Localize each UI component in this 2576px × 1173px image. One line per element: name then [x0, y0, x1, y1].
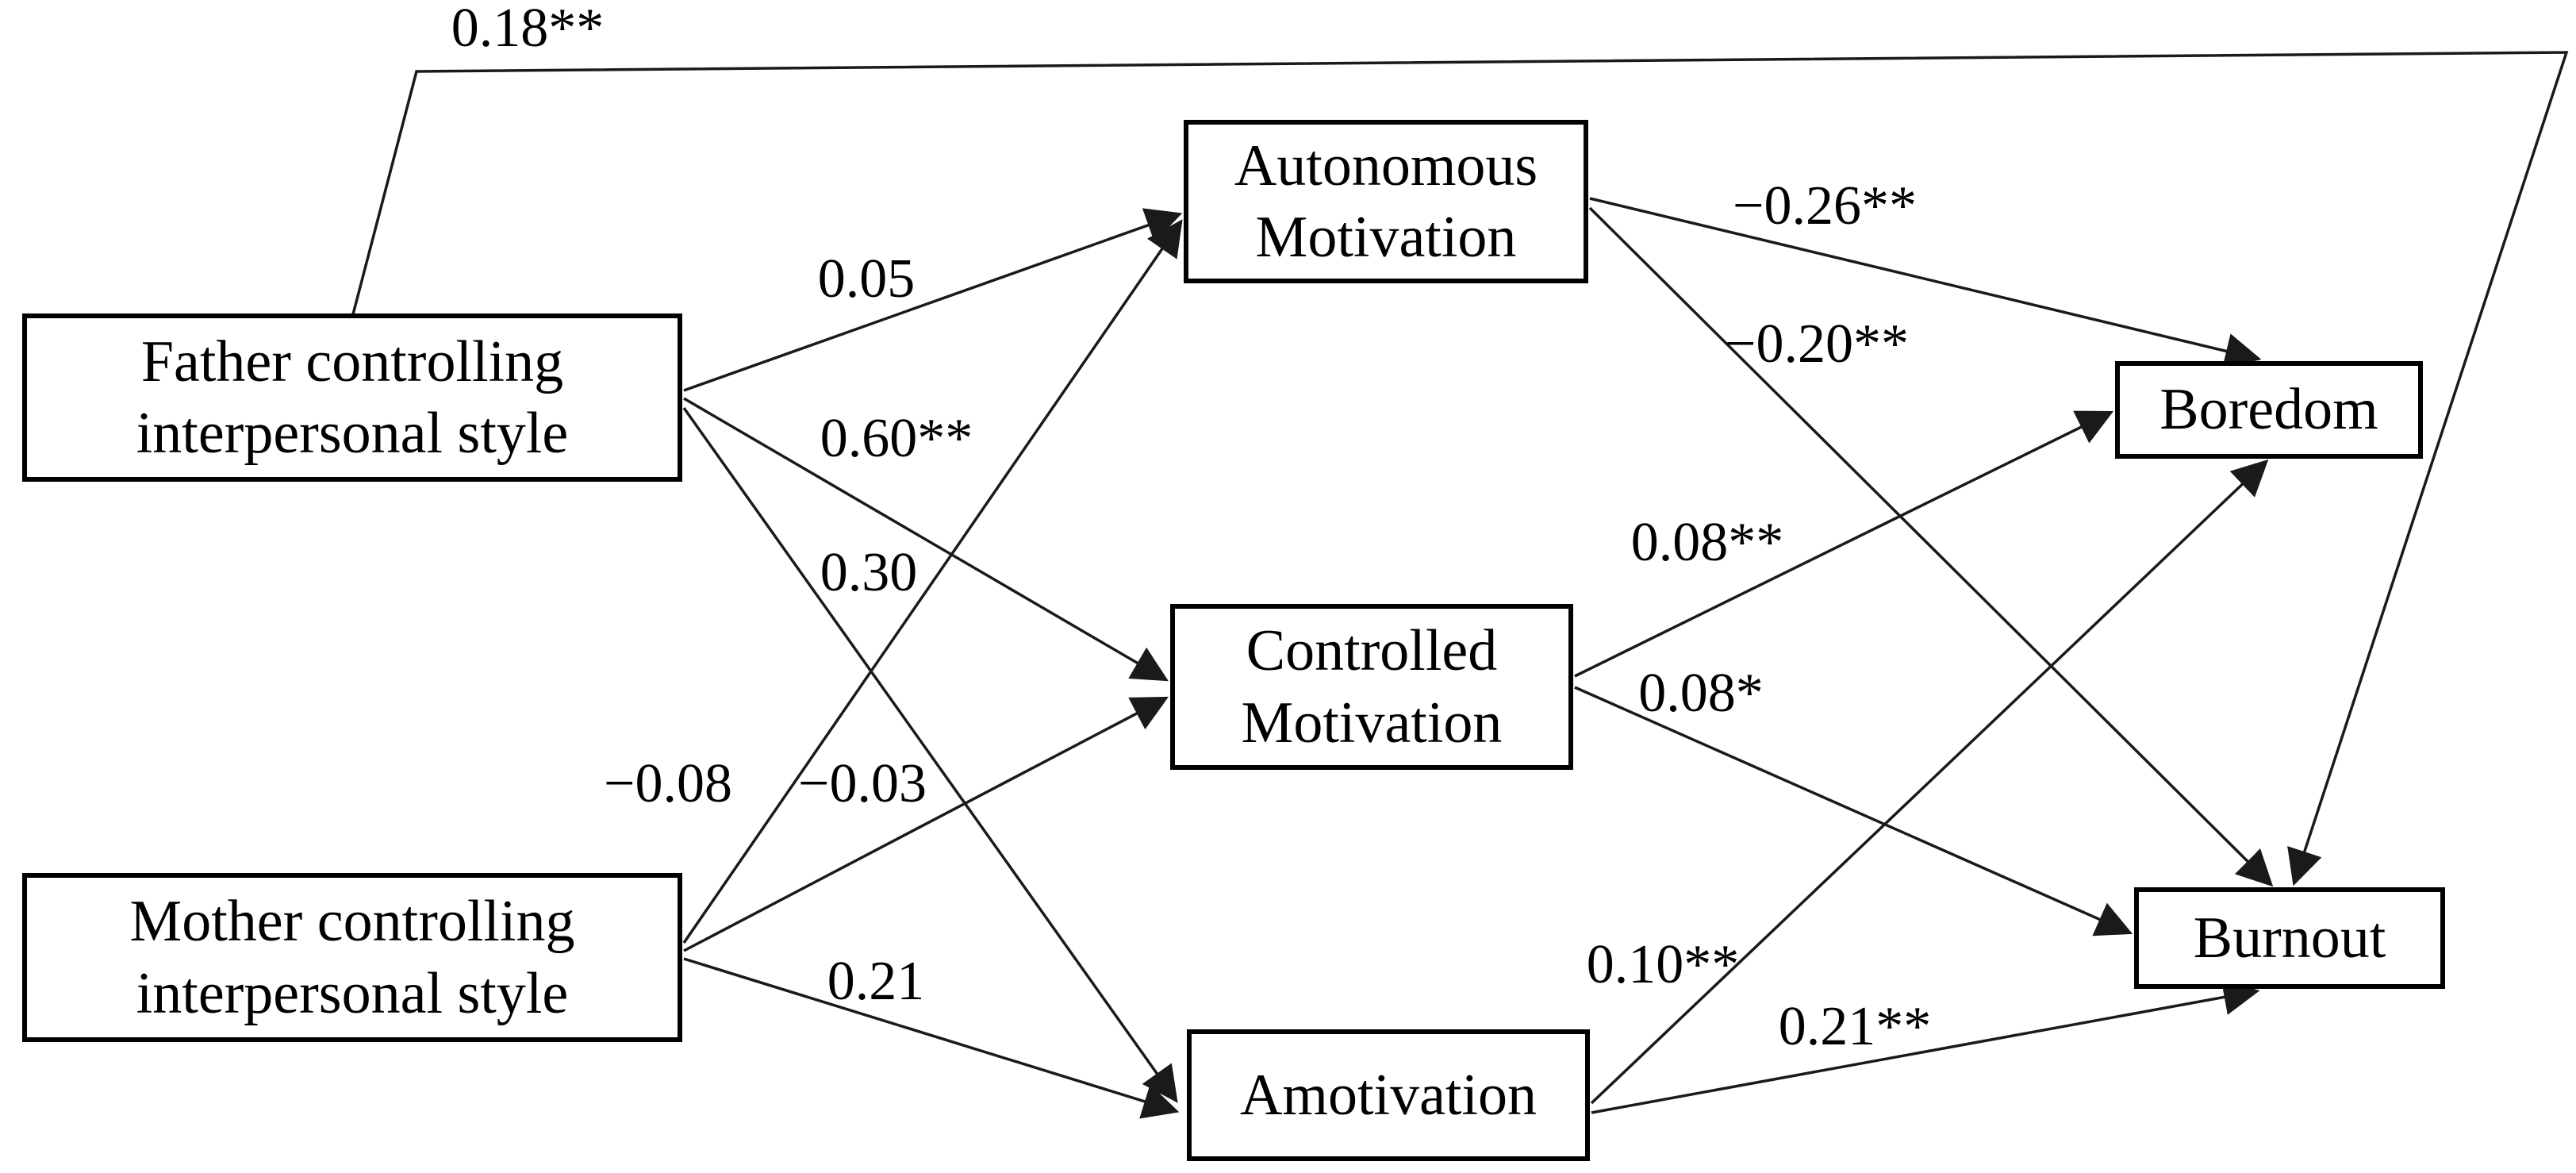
arrow-mother-to-amotivation [683, 957, 1180, 1119]
arrow-father-to-amotivation [682, 406, 1178, 1103]
coef-amotivation-to-boredom: 0.10** [1586, 934, 1740, 995]
coef-amotivation-to-burnout: 0.21** [1778, 996, 1932, 1057]
arrow-mother-to-autonomous [682, 219, 1183, 944]
node-controlled-motivation: Controlled Motivation [1170, 604, 1573, 770]
arrow-amotivation-to-boredom [1590, 459, 2269, 1105]
coef-father-to-amotivation: 0.30 [820, 542, 918, 603]
arrow-controlled-to-burnout [1574, 686, 2133, 936]
coef-mother-to-autonomous: −0.08 [604, 753, 732, 814]
coef-autonomous-to-burnout: −0.20** [1725, 313, 1909, 375]
coef-controlled-to-burnout: 0.08* [1638, 663, 1764, 724]
node-mother-controlling-style: Mother controlling interpersonal style [22, 873, 682, 1042]
arrow-autonomous-to-burnout [1588, 206, 2274, 887]
coef-mother-to-amotivation: 0.21 [827, 951, 925, 1012]
arrow-father-to-burnout-direct [351, 51, 2569, 886]
coef-autonomous-to-boredom: −0.26** [1733, 175, 1917, 237]
arrow-controlled-to-boredom [1574, 410, 2114, 678]
coef-mother-to-controlled: −0.03 [798, 753, 927, 814]
arrow-father-to-autonomous [683, 208, 1183, 392]
arrow-mother-to-controlled [683, 696, 1169, 952]
node-burnout: Burnout [2134, 887, 2445, 989]
arrow-father-to-controlled [683, 397, 1169, 682]
node-boredom: Boredom [2115, 361, 2423, 459]
node-amotivation: Amotivation [1187, 1029, 1590, 1161]
coef-controlled-to-boredom: 0.08** [1630, 512, 1784, 573]
coef-father-to-burnout-direct: 0.18** [451, 0, 605, 59]
arrow-amotivation-to-burnout [1591, 979, 2260, 1114]
arrow-autonomous-to-boredom [1589, 197, 2262, 369]
node-autonomous-motivation: Autonomous Motivation [1184, 120, 1588, 283]
coef-father-to-autonomous: 0.05 [817, 248, 916, 310]
coef-father-to-controlled: 0.60** [820, 408, 973, 469]
node-father-controlling-style: Father controlling interpersonal style [22, 313, 682, 482]
